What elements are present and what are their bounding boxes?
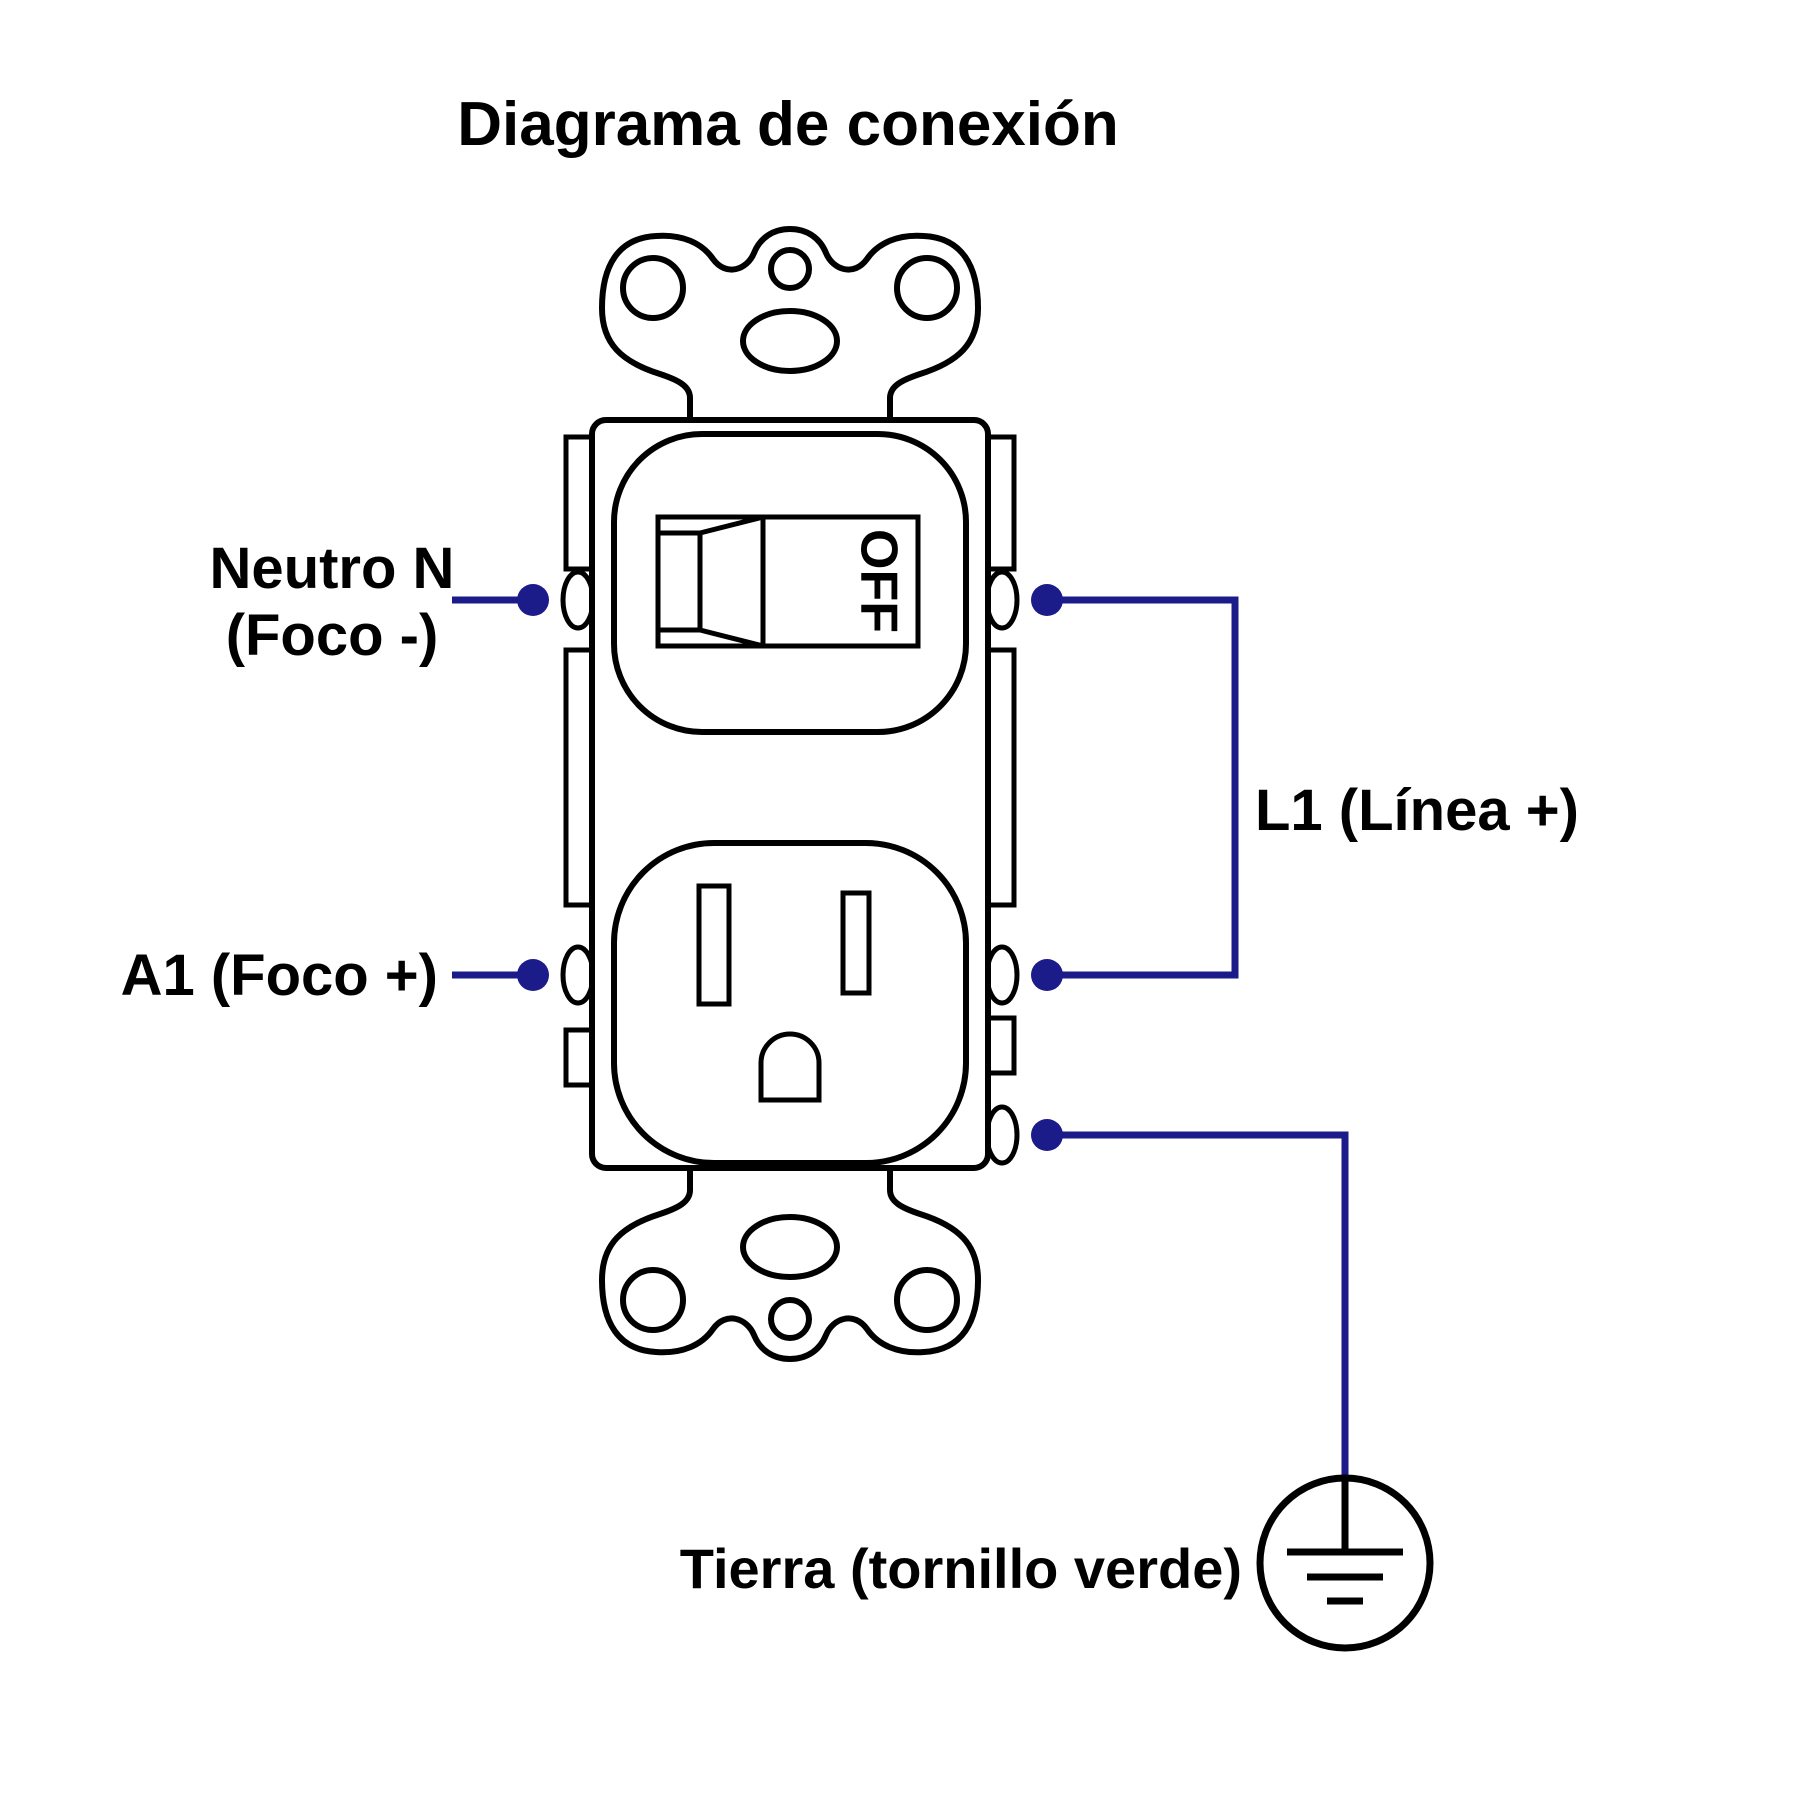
ground-symbol	[1256, 1474, 1434, 1652]
strap-screw-hole-right	[894, 255, 960, 321]
side-tab	[563, 647, 595, 908]
terminal-a1	[560, 944, 596, 1006]
connection-dot-l1-top	[1031, 584, 1063, 616]
screw-terminals	[560, 569, 1020, 1166]
side-tabs	[563, 434, 1017, 1088]
label-ground: Tierra (tornillo verde)	[680, 1537, 1242, 1600]
connection-dot-ground	[1031, 1119, 1063, 1151]
bottom-mounting-strap	[598, 1161, 982, 1363]
top-mounting-strap	[598, 225, 982, 427]
side-tab	[985, 434, 1017, 572]
connection-dot-neutral	[517, 584, 549, 616]
connection-dot-l1-bottom	[1031, 959, 1063, 991]
strap-slot	[740, 1214, 840, 1280]
ground-symbol-circle	[1256, 1474, 1434, 1652]
strap-screw-hole-left	[620, 255, 686, 321]
toggle-switch: OFF	[611, 431, 969, 735]
wire-l1	[1047, 596, 1239, 979]
switch-face	[611, 431, 969, 735]
outlet-slot-right	[840, 890, 872, 996]
wiring	[452, 584, 1349, 1480]
strap-center-hole	[768, 1297, 812, 1341]
switch-paddle-edge	[699, 627, 764, 649]
outlet	[611, 840, 969, 1166]
side-tab	[563, 1027, 595, 1088]
outlet-slot-left	[696, 883, 732, 1007]
terminal-l1-bottom	[984, 944, 1020, 1006]
wire-ground	[1047, 1131, 1349, 1480]
label-l1: L1 (Línea +)	[1255, 778, 1579, 843]
switch-off-label: OFF	[849, 529, 907, 633]
switch-paddle-edge	[699, 514, 764, 536]
side-tab	[985, 647, 1017, 908]
terminal-neutral	[560, 569, 596, 631]
side-tab	[985, 1015, 1017, 1076]
strap-screw-hole-right	[894, 1267, 960, 1333]
diagram-title: Diagrama de conexión	[457, 90, 1119, 159]
label-neutral-line2: (Foco -)	[226, 603, 439, 668]
connection-dot-a1	[517, 959, 549, 991]
terminal-ground	[984, 1104, 1020, 1166]
switch-paddle-side	[655, 530, 703, 633]
terminal-l1-top	[984, 569, 1020, 631]
label-neutral-line1: Neutro N	[210, 536, 455, 601]
outlet-ground-hole	[758, 1031, 822, 1103]
strap-screw-hole-left	[620, 1267, 686, 1333]
outlet-face	[611, 840, 969, 1166]
label-a1: A1 (Foco +)	[121, 943, 438, 1008]
strap-center-hole	[768, 247, 812, 291]
strap-slot	[740, 308, 840, 374]
labels: Neutro N (Foco -) A1 (Foco +) L1 (Línea …	[121, 536, 1579, 1600]
side-tab	[563, 434, 595, 572]
